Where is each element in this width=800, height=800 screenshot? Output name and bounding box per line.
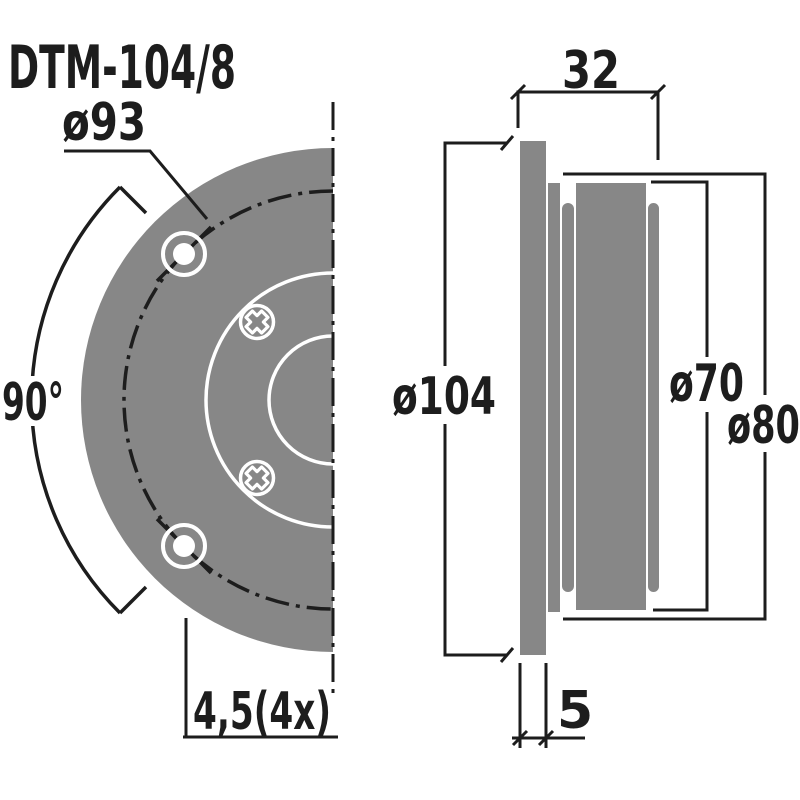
thickness-dimension-ticks [511, 729, 555, 747]
mounting-holes-label: 4,5(4x) [193, 682, 331, 742]
depth-dimension-lines [516, 90, 660, 160]
side-view: 32 ø104 ø80 ø70 5 [392, 41, 800, 748]
bolt-circle-leader-line [64, 149, 209, 220]
hole-diameter-dimension-lines [183, 618, 338, 739]
screw-head-ring [238, 303, 276, 341]
thickness-dimension-lines [512, 663, 585, 748]
screw-bottom [238, 459, 276, 497]
rear-plate-diameter-label: ø80 [727, 396, 800, 456]
pole-plate-profile [548, 183, 560, 612]
phillips-cross-icon [244, 465, 270, 491]
magnet-diameter-dimension-lines [651, 180, 709, 612]
page-title: DTM-104/8 [8, 33, 236, 103]
angle-dimension-ticks [118, 185, 148, 615]
phillips-cross-icon [244, 309, 270, 335]
magnet-edge-right-profile [648, 203, 659, 592]
mounting-hole-top [161, 231, 207, 277]
angle-label-backdrop [0, 376, 72, 426]
hole-ring [161, 231, 207, 277]
hole-bore [173, 243, 195, 265]
overall-diameter-label: ø104 [392, 367, 496, 427]
overall-diameter-dimension-ticks [499, 135, 515, 663]
overall-diameter-dimension-lines [443, 141, 507, 657]
magnet-edge-left-profile [562, 203, 574, 592]
bolt-circle-centerline-arc [122, 189, 334, 611]
bolt-circle-label: ø93 [62, 93, 146, 153]
magnet-diameter-label: ø70 [669, 354, 744, 414]
depth-label: 32 [562, 41, 620, 101]
screw-head-ring [238, 459, 276, 497]
mounting-hole-bottom [161, 523, 207, 569]
rear-plate-diameter-dimension-lines [563, 172, 767, 621]
hole-bore [173, 535, 195, 557]
magnet-body-profile [576, 183, 646, 610]
screw-top [238, 303, 276, 341]
hole-ring [161, 523, 207, 569]
thickness-label: 5 [557, 681, 593, 741]
front-view: ø93 90° 4,5(4x) [0, 93, 462, 742]
angle-label: 90° [2, 373, 64, 433]
front-plate-profile [520, 141, 546, 655]
depth-dimension-ticks [509, 83, 667, 101]
